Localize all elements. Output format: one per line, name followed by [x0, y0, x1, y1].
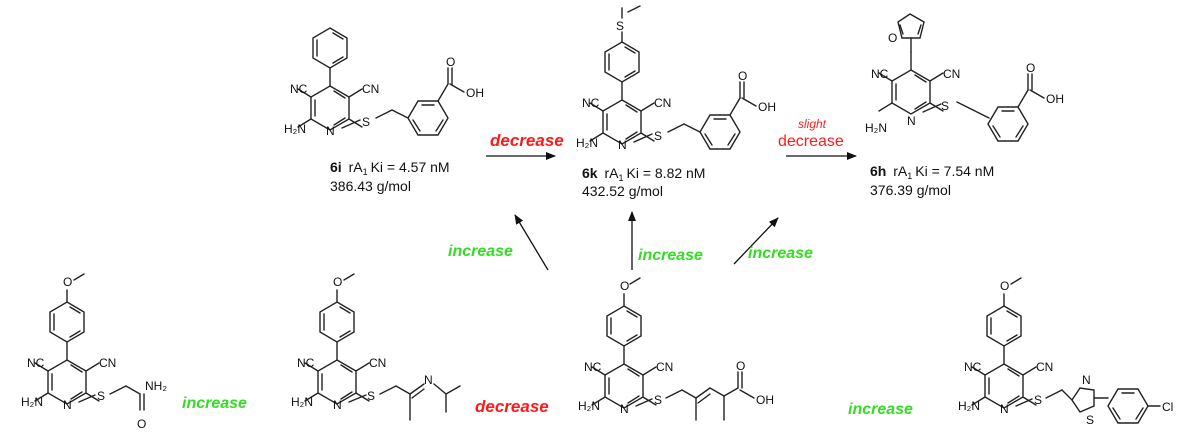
atom-nh2: NH₂	[145, 379, 167, 393]
label-increase-b4: increase	[848, 401, 913, 418]
atom-o-furan: O	[888, 31, 897, 45]
label-decrease-bottom: decrease	[475, 397, 549, 416]
atom-o: O	[738, 69, 747, 83]
atom-n: N	[618, 138, 627, 152]
atom-cn: CN	[362, 82, 379, 96]
atom-h2n: H₂N	[21, 395, 43, 409]
atom-nc: NC	[871, 67, 889, 81]
atom-o: O	[1000, 279, 1009, 293]
atom-n: N	[907, 114, 916, 128]
atom-o-amide: O	[137, 417, 146, 431]
ki-value: Ki = 4.57 nM	[371, 159, 450, 175]
atom-h2n: H₂N	[576, 136, 598, 150]
atom-n-thiazole: N	[1082, 373, 1091, 387]
ki-value: Ki = 7.54 nM	[915, 163, 994, 179]
atom-s: S	[1034, 393, 1042, 407]
atom-s-top: S	[616, 19, 624, 33]
atom-oh: OH	[1046, 92, 1064, 106]
atom-s: S	[941, 99, 949, 113]
atom-cn: CN	[99, 356, 116, 370]
label-slight-decrease: decrease	[778, 133, 844, 150]
atom-cn: CN	[943, 67, 960, 81]
compound-bottom-4: O NC CN H₂N N S N S Cl	[958, 277, 1173, 427]
atom-n: N	[333, 398, 342, 412]
atom-cn: CN	[656, 360, 673, 374]
atom-nc: NC	[964, 360, 982, 374]
atom-s: S	[654, 393, 662, 407]
atom-n: N	[63, 398, 72, 412]
ki-value: Ki = 8.82 nM	[626, 165, 705, 181]
atom-cl: Cl	[1162, 400, 1173, 414]
atom-nc: NC	[27, 356, 45, 370]
atom-cn: CN	[654, 96, 671, 110]
label-increase-mid: increase	[638, 247, 703, 264]
atom-o: O	[1026, 61, 1035, 75]
compound-id: 6k	[582, 165, 598, 181]
atom-s: S	[362, 115, 370, 129]
atom-h2n: H₂N	[284, 122, 306, 136]
arrow-up-left	[514, 214, 549, 271]
ki-prefix: rA	[349, 159, 364, 175]
compound-id: 6i	[330, 159, 342, 175]
atom-n: N	[1000, 402, 1009, 416]
atom-h2n: H₂N	[958, 399, 980, 413]
atom-oh: OH	[758, 100, 776, 114]
ki-prefix: rA	[893, 163, 908, 179]
label-increase-right: increase	[748, 245, 813, 262]
atom-o-acid: O	[736, 359, 745, 373]
atom-o: O	[333, 275, 342, 289]
atom-cn: CN	[369, 356, 386, 370]
atom-nc: NC	[297, 356, 315, 370]
atom-n: N	[326, 124, 335, 138]
atom-h2n: H₂N	[865, 121, 887, 135]
atom-h2n: H₂N	[578, 399, 600, 413]
molar-mass-6h: 376.39 g/mol	[870, 182, 951, 198]
ki-prefix: rA	[604, 165, 619, 181]
ki-subscript: 1	[618, 173, 623, 183]
compound-bottom-2: O NC CN H₂N N S N	[291, 273, 461, 421]
atom-h2n: H₂N	[291, 395, 313, 409]
atom-oh: OH	[756, 393, 774, 407]
atom-n2: N	[424, 373, 433, 387]
ki-subscript: 1	[907, 171, 912, 181]
ki-subscript: 1	[363, 167, 368, 177]
atom-s: S	[367, 389, 375, 403]
atom-s-thiazole: S	[1086, 413, 1094, 427]
atom-cn: CN	[1036, 360, 1053, 374]
thiazole-ring	[1071, 387, 1095, 413]
label-increase-left: increase	[448, 243, 513, 260]
atom-nc: NC	[584, 360, 602, 374]
atom-nc: NC	[582, 96, 600, 110]
compound-bottom-1: O NC CN H₂N N S NH₂ O	[21, 273, 167, 431]
compound-bottom-3: O NC CN H₂N N S O OH	[578, 277, 774, 421]
molar-mass-6k: 432.52 g/mol	[582, 183, 663, 199]
compound-id: 6h	[870, 163, 886, 179]
molar-mass-6i: 386.43 g/mol	[330, 178, 411, 194]
atom-s: S	[654, 129, 662, 143]
atom-n: N	[620, 402, 629, 416]
atom-o: O	[620, 279, 629, 293]
atom-o: O	[446, 55, 455, 69]
atom-oh: OH	[466, 86, 484, 100]
label-increase-b1: increase	[182, 395, 247, 412]
atom-o: O	[63, 275, 72, 289]
arrow-up-right	[733, 217, 779, 265]
label-decrease-top: decrease	[490, 131, 564, 150]
label-slight: slight	[798, 117, 827, 131]
atom-s: S	[97, 389, 105, 403]
atom-nc: NC	[290, 82, 308, 96]
